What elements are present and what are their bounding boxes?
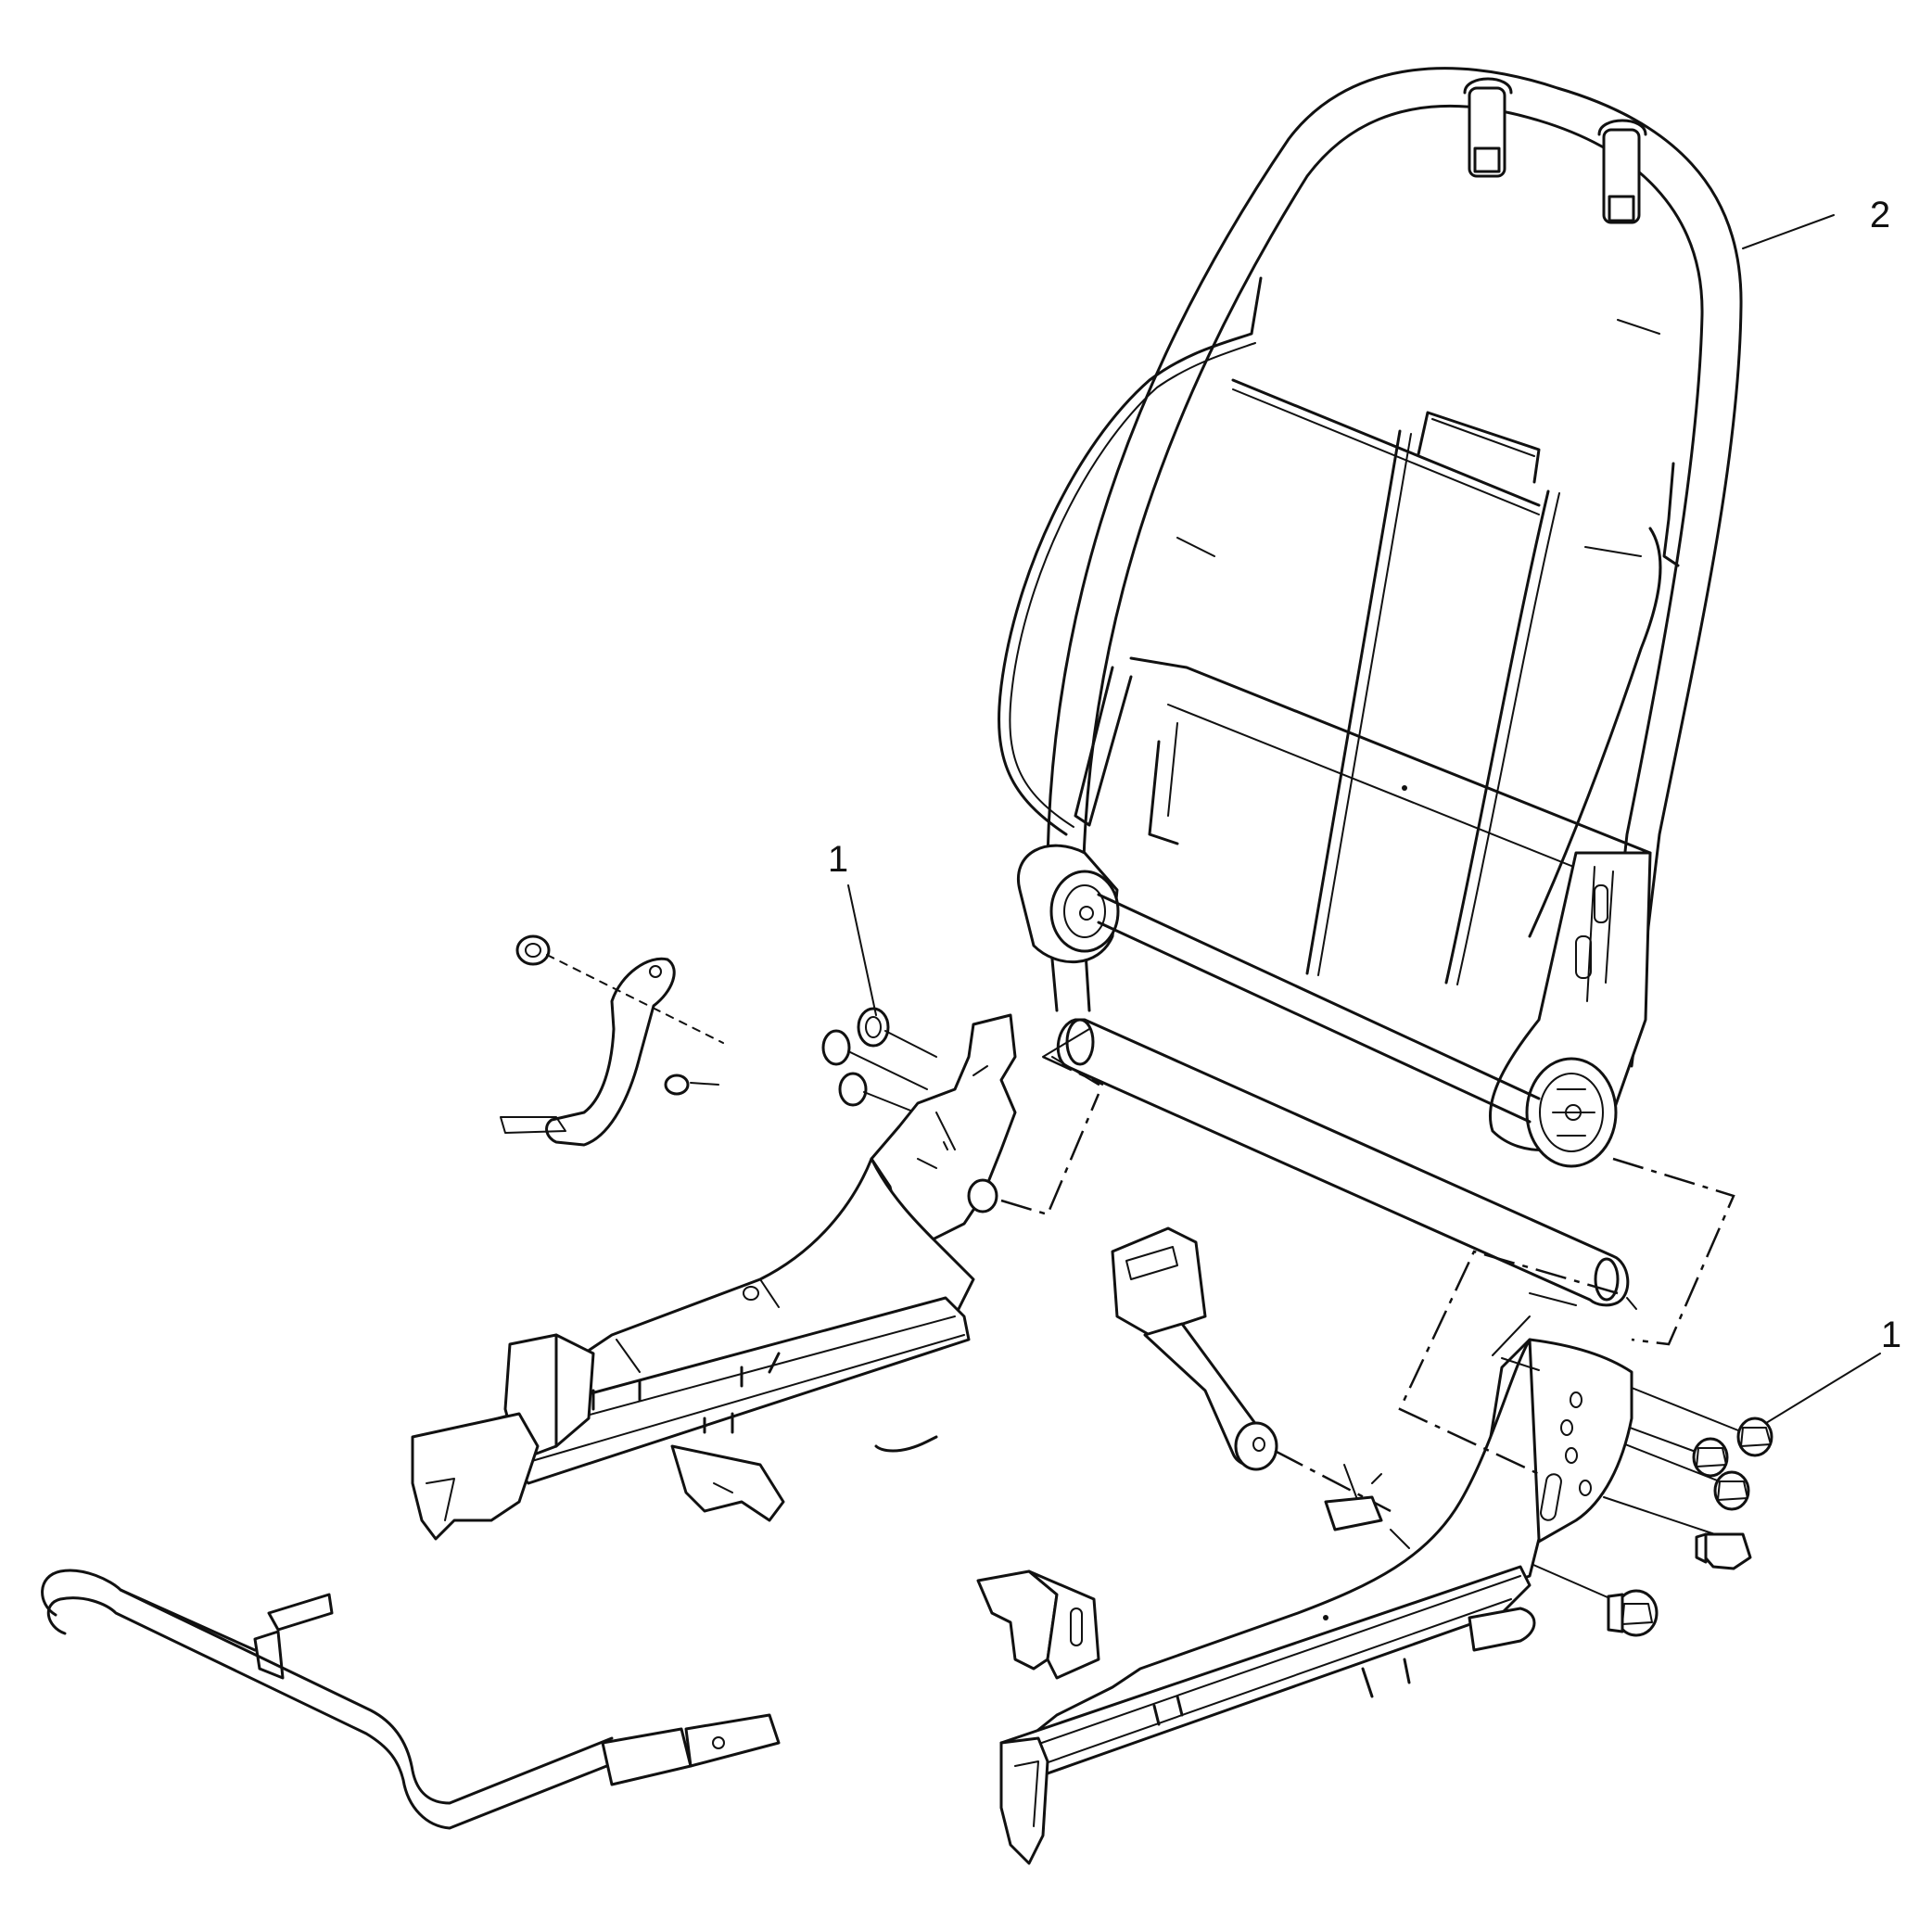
seat-track-left [411,1013,1017,1541]
flange-nut-2 [1692,1437,1729,1478]
recliner-disk-left [1017,844,1120,964]
flange-nut-3 [1713,1470,1750,1511]
seat-back-frame [998,67,1743,1168]
pivot-fastener-set-right [1473,1376,1773,1637]
front-cross-bar [41,1569,781,1830]
recliner-disk-right [1525,1057,1618,1168]
callout-1-right: 1 [1765,1315,1901,1424]
pivot-bolt [1607,1589,1659,1637]
pivot-bushing-set-left [821,1007,937,1118]
callout-2: 2 [1742,195,1890,249]
callout-1-left-label: 1 [828,839,848,880]
seat-belt-buckle [1111,1226,1392,1513]
headrest-guide-right [1597,119,1647,224]
callout-1-left: 1 [828,839,877,1016]
assembly-lines [1000,1028,1735,1476]
callout-2-label: 2 [1870,195,1890,235]
recliner-lever [500,934,724,1147]
callout-1-right-label: 1 [1881,1315,1901,1355]
seat-track-right [976,1338,1633,1865]
headrest-guide-left [1463,77,1513,178]
shoulder-bolt [1695,1532,1752,1570]
flange-nut-1 [1736,1417,1773,1457]
